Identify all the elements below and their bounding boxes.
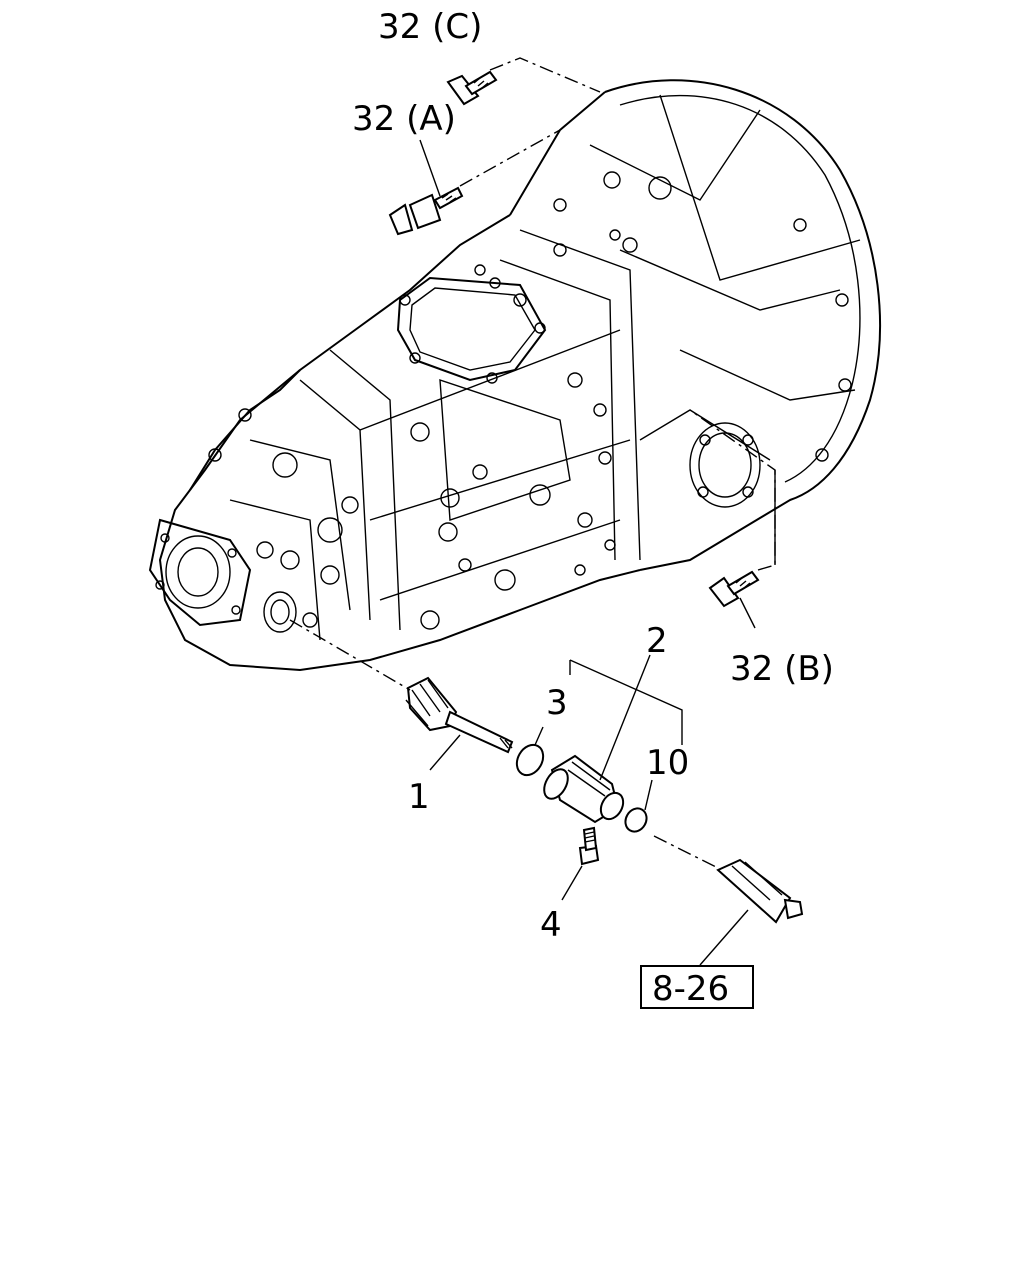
leader-lines	[289, 57, 776, 966]
callout-32b: 32 (B)	[730, 649, 834, 689]
driven-gear-shaft	[405, 676, 514, 754]
callout-32a: 32 (A)	[352, 99, 456, 139]
stud-32a	[388, 186, 464, 236]
callout-4: 4	[540, 905, 562, 945]
callout-10: 10	[646, 743, 689, 783]
reference-box: 8-26	[640, 965, 754, 1009]
speed-sensor	[716, 858, 804, 924]
reference-label: 8-26	[652, 969, 729, 1009]
transmission-assembly	[148, 79, 881, 672]
callout-3: 3	[546, 683, 568, 723]
callout-1: 1	[408, 777, 430, 817]
callout-2: 2	[646, 621, 668, 661]
bolt-32b	[708, 570, 760, 608]
seal	[624, 807, 648, 833]
o-ring	[515, 743, 545, 777]
callout-32c: 32 (C)	[378, 7, 482, 47]
bolt-32c	[446, 70, 498, 106]
sleeve	[543, 754, 625, 824]
small-bolt	[578, 826, 600, 866]
